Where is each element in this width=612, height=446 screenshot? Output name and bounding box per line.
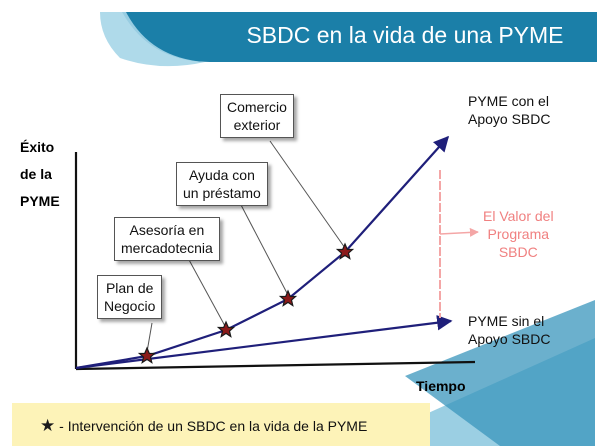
x-axis: [75, 360, 476, 371]
y-axis-label-line: Éxito: [20, 139, 55, 155]
callout-line: Comercio: [227, 99, 287, 115]
valor-line: SBDC: [498, 244, 538, 260]
footer-text: - Intervención de un SBDC en la vida de …: [55, 418, 368, 434]
callout-line: un préstamo: [183, 185, 261, 201]
leader-plan: [146, 322, 153, 353]
label-line: PYME sin el: [468, 313, 545, 329]
x-axis-label: Tiempo: [416, 378, 466, 394]
label-line: PYME con el: [468, 93, 549, 109]
footer-note: ★ - Intervención de un SBDC en la vida d…: [40, 416, 367, 436]
value-arrow-pointer: [439, 227, 479, 237]
valor-line: Programa: [487, 226, 550, 242]
line-without-sbdc: [75, 315, 453, 370]
y-axis-label: Éxito de la PYME: [20, 134, 60, 215]
slide-title: SBDC en la vida de una PYME: [246, 22, 564, 48]
star-icon: ★: [40, 416, 56, 435]
label-valor-sbdc: El Valor del Programa SBDC: [483, 207, 554, 261]
footer-bar: [12, 403, 430, 446]
leader-comercio: [269, 140, 346, 249]
callout-line: mercadotecnia: [121, 240, 213, 256]
label-line: Apoyo SBDC: [468, 331, 551, 347]
label-line: Apoyo SBDC: [468, 111, 551, 127]
title-banner-accent: [100, 12, 205, 67]
corner-shape-dark: [405, 300, 595, 446]
callout-mercadotecnia: Asesoría en mercadotecnia: [114, 217, 220, 261]
y-axis-label-line: PYME: [20, 193, 60, 209]
star-prestamo: [278, 289, 298, 307]
callout-line: exterior: [233, 117, 281, 133]
callout-line: Ayuda con: [188, 167, 255, 183]
callout-prestamo: Ayuda con un préstamo: [176, 162, 268, 206]
valor-line: El Valor del: [483, 208, 554, 224]
callout-comercio-exterior: Comercio exterior: [220, 94, 294, 138]
callout-line: Negocio: [104, 298, 156, 314]
callout-plan-negocio: Plan de Negocio: [97, 275, 163, 319]
callout-line: Asesoría en: [129, 222, 205, 238]
leader-mercadotecnia: [187, 257, 226, 327]
line-with-sbdc: [75, 135, 450, 370]
leader-prestamo: [239, 202, 289, 296]
label-pyme-con-sbdc: PYME con el Apoyo SBDC: [468, 92, 550, 128]
callout-line: Plan de: [105, 280, 154, 296]
title-banner: [122, 12, 597, 62]
star-comercio: [335, 242, 355, 260]
star-plan: [137, 346, 157, 364]
star-mercadotecnia: [216, 320, 236, 338]
y-axis-label-line: de la: [20, 166, 52, 182]
label-pyme-sin-sbdc: PYME sin el Apoyo SBDC: [468, 312, 550, 348]
